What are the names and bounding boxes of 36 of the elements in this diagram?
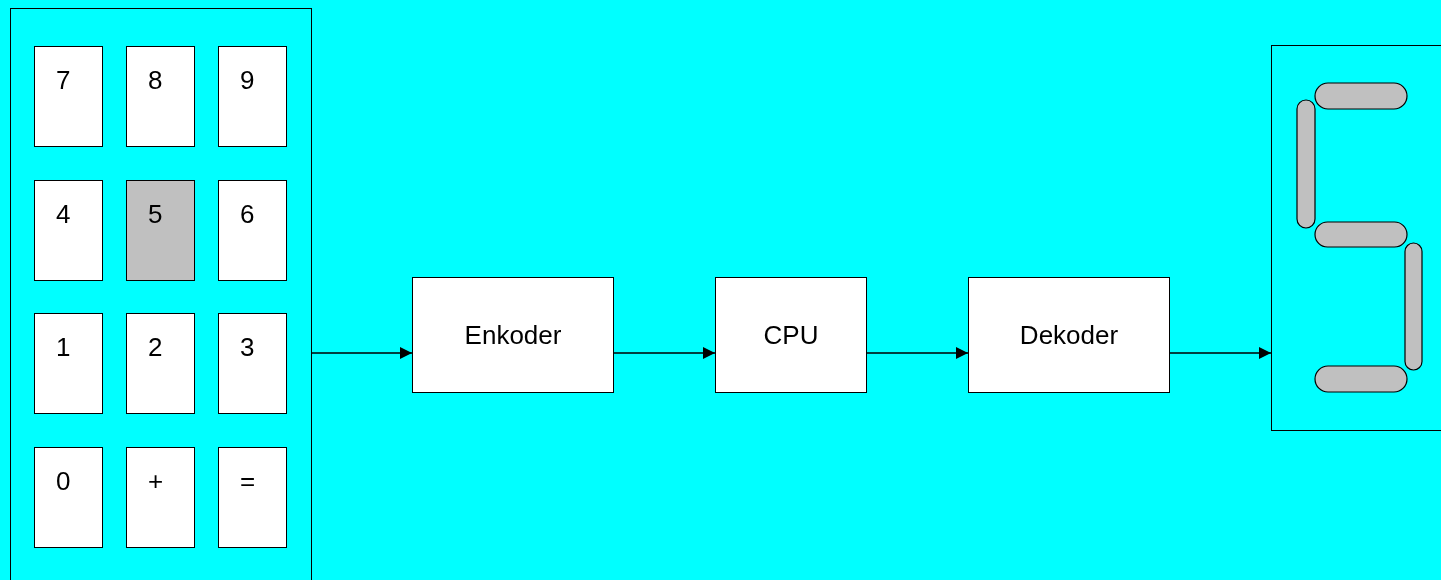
key-label: 4 xyxy=(56,201,71,227)
key-label: 7 xyxy=(56,67,71,93)
key xyxy=(218,313,287,414)
key xyxy=(34,46,103,147)
arrow xyxy=(866,347,969,359)
process-box xyxy=(412,277,614,393)
process-box xyxy=(715,277,867,393)
display-panel xyxy=(1271,45,1441,431)
arrow xyxy=(613,347,716,359)
key-label: 9 xyxy=(240,67,255,93)
box-label: CPU xyxy=(763,322,819,348)
arrow xyxy=(1169,347,1272,359)
key xyxy=(126,180,195,281)
keypad-panel xyxy=(10,8,312,580)
key xyxy=(126,447,195,548)
key-label: = xyxy=(240,468,256,494)
key-label: 2 xyxy=(148,334,163,360)
key xyxy=(34,180,103,281)
key xyxy=(126,313,195,414)
key-label: 5 xyxy=(148,201,163,227)
key-label: 0 xyxy=(56,468,71,494)
key xyxy=(34,313,103,414)
process-box xyxy=(968,277,1170,393)
key xyxy=(126,46,195,147)
box-label: Dekoder xyxy=(1019,322,1119,348)
key-label: 6 xyxy=(240,201,255,227)
key-label: 8 xyxy=(148,67,163,93)
key-label: 3 xyxy=(240,334,255,360)
arrow xyxy=(311,347,413,359)
key xyxy=(218,180,287,281)
key-label: + xyxy=(148,468,164,494)
key xyxy=(218,447,287,548)
key xyxy=(34,447,103,548)
key xyxy=(218,46,287,147)
box-label: Enkoder xyxy=(464,322,562,348)
key-label: 1 xyxy=(56,334,71,360)
